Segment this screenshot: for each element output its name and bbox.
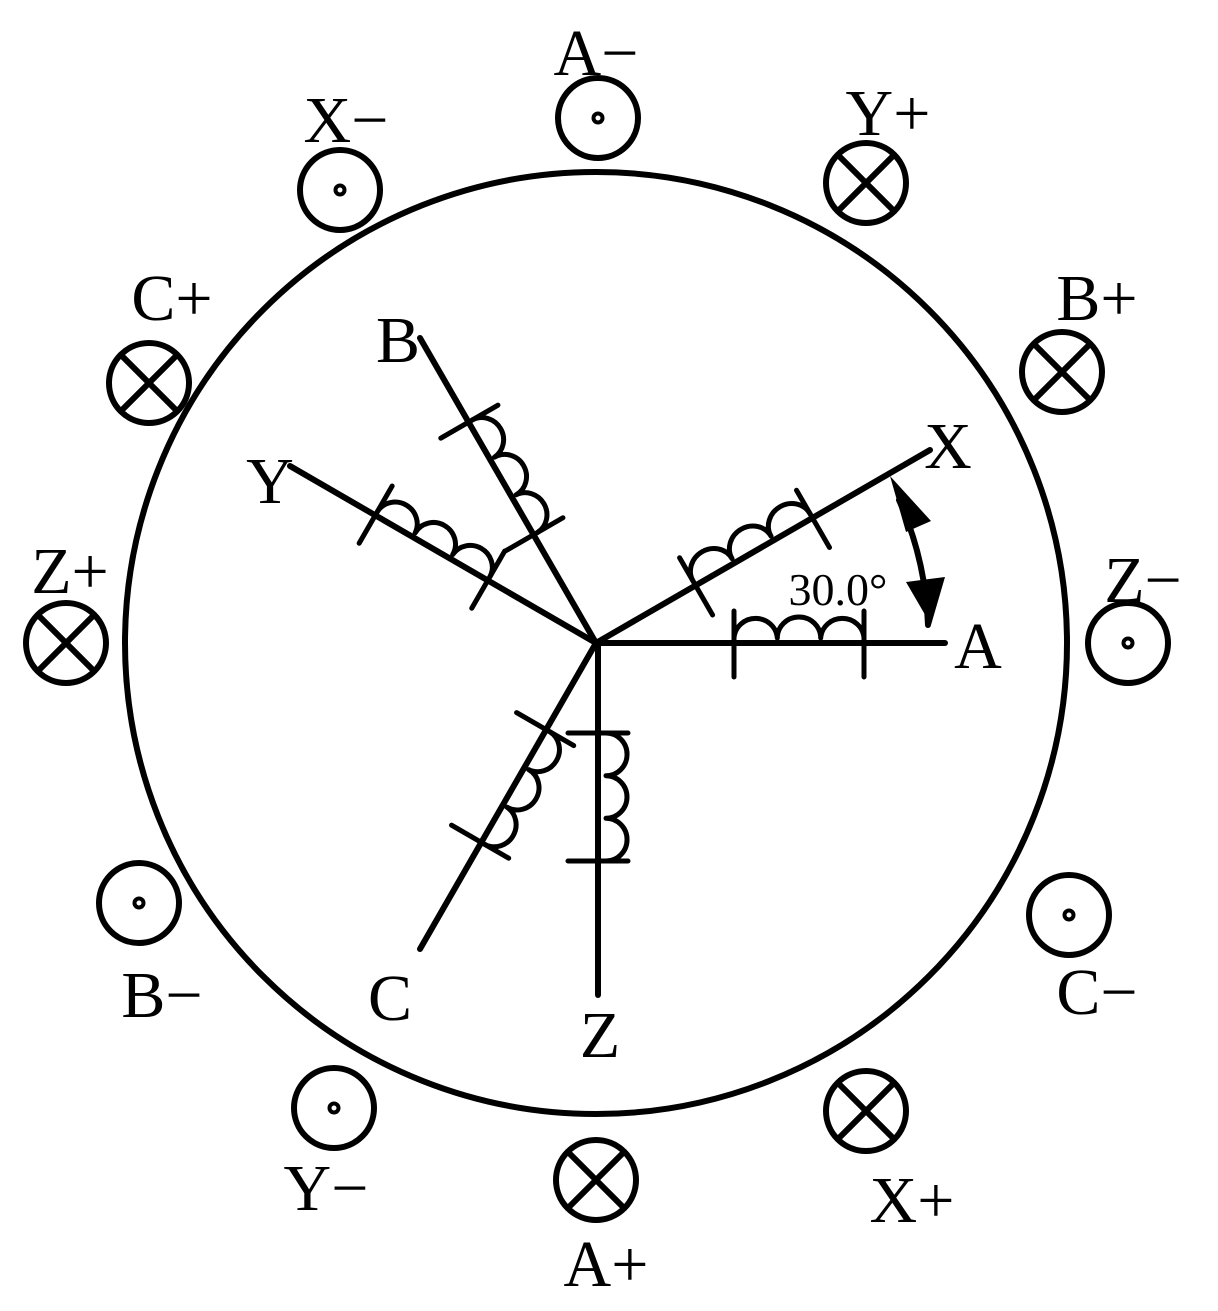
axis-x — [593, 447, 933, 646]
stator-circle — [122, 169, 1070, 1117]
coil-x — [677, 487, 833, 618]
angle-label: 30.0° — [789, 564, 888, 615]
slot-label-x-minus: X− — [304, 84, 389, 157]
slot-y-plus — [823, 140, 909, 226]
dot-symbol — [132, 896, 146, 910]
axis-label-y: Y — [246, 445, 294, 518]
coil-a — [731, 608, 867, 680]
axis-b — [417, 335, 599, 646]
slot-label-b-plus: B+ — [1056, 262, 1137, 335]
slot-label-a-plus: A+ — [564, 1228, 649, 1301]
dot-symbol — [591, 111, 605, 125]
cross-symbol — [565, 1149, 627, 1211]
coil-z — [565, 730, 631, 864]
slot-a-minus — [555, 75, 641, 161]
cross-symbol — [35, 612, 97, 674]
slot-label-c-minus: C− — [1056, 956, 1137, 1029]
slot-c-minus — [1026, 872, 1112, 958]
slot-y-minus — [291, 1065, 377, 1151]
axis-c — [417, 640, 599, 952]
dot-symbol — [1121, 636, 1135, 650]
axis-label-c: C — [368, 962, 412, 1035]
slot-c-plus — [106, 340, 192, 426]
dot-symbol — [327, 1101, 341, 1115]
slot-x-plus — [823, 1068, 909, 1154]
cross-symbol — [835, 152, 897, 214]
axis-y — [287, 463, 599, 646]
arrow-head-upper — [890, 476, 931, 532]
slot-label-z-minus: Z− — [1104, 544, 1182, 617]
slot-label-b-minus: B− — [121, 959, 202, 1032]
axis-label-a: A — [954, 610, 1002, 683]
axis-label-x: X — [924, 410, 972, 483]
axis-label-z: Z — [580, 999, 620, 1072]
slot-z-minus — [1085, 600, 1171, 686]
dot-symbol — [1062, 908, 1076, 922]
slot-label-c-plus: C+ — [131, 262, 212, 335]
slot-z-plus — [23, 600, 109, 686]
coil-y — [356, 483, 508, 611]
slot-a-plus — [553, 1137, 639, 1223]
dot-symbol — [333, 183, 347, 197]
arrow-head-lower — [906, 577, 945, 625]
cross-symbol — [1031, 341, 1093, 403]
slot-label-y-minus: Y− — [284, 1152, 369, 1225]
axis-label-b: B — [376, 304, 420, 377]
slot-b-minus — [96, 860, 182, 946]
slot-x-minus — [297, 147, 383, 233]
slot-label-z-plus: Z+ — [31, 535, 109, 608]
slot-b-plus — [1019, 329, 1105, 415]
coil-b — [438, 402, 566, 554]
slot-label-x-plus: X+ — [870, 1164, 955, 1237]
slot-label-y-plus: Y+ — [846, 77, 931, 150]
slot-label-a-minus: A− — [554, 17, 639, 90]
coil-c — [449, 710, 577, 861]
cross-symbol — [118, 352, 180, 414]
cross-symbol — [835, 1080, 897, 1142]
